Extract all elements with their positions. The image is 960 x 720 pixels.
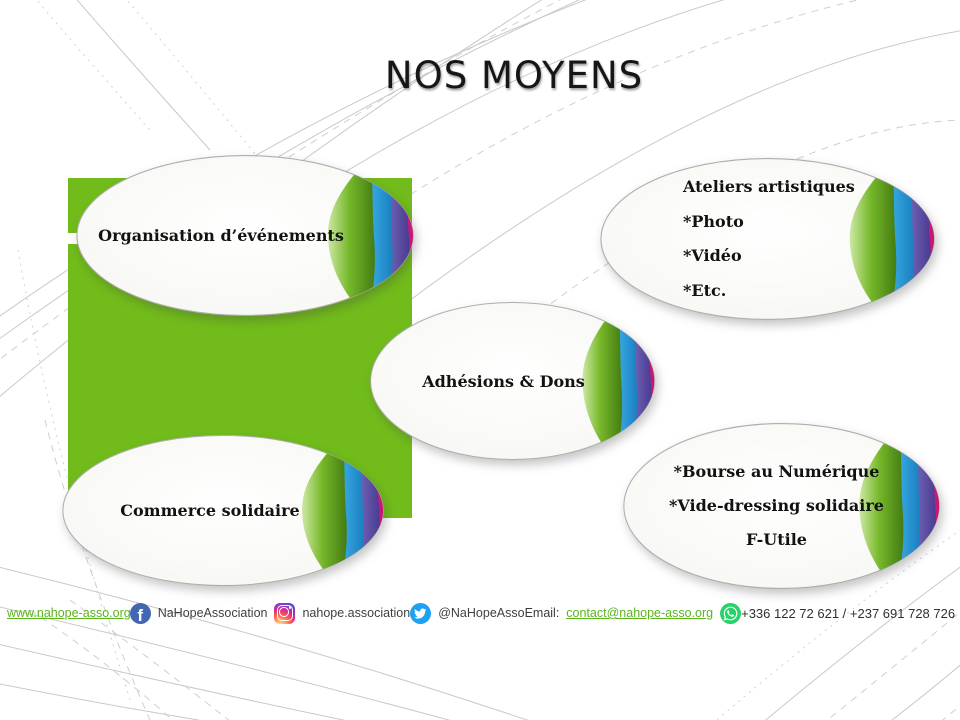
oval-adhesions-dons: Adhésions & Dons	[369, 301, 656, 461]
instagram-handle: nahope.association	[302, 606, 411, 620]
twitter-handle: @NaHopeAsso	[438, 606, 525, 620]
oval-bourse-numerique: *Bourse au Numérique *Vide-dressing soli…	[622, 422, 941, 590]
footer-email-whatsapp: Email: contact@nahope-asso.org	[524, 602, 742, 624]
website-link[interactable]: www.nahope-asso.org	[7, 606, 131, 620]
oval-line: F-Utile	[746, 530, 807, 549]
oval-commerce-solidaire: Commerce solidaire	[61, 434, 385, 587]
slide-title: NOS MOYENS	[384, 54, 644, 97]
oval-ateliers-artistiques: Ateliers artistiques *Photo *Vidéo *Etc.	[599, 157, 936, 321]
oval-label-lines: Ateliers artistiques *Photo *Vidéo *Etc.	[683, 170, 855, 308]
oval-line: Ateliers artistiques	[683, 177, 855, 196]
oval-label: Organisation d’événements	[98, 226, 344, 245]
panel-notch	[56, 233, 82, 244]
instagram-flash-dot	[288, 606, 292, 609]
oval-organisation-evenements: Organisation d’événements	[75, 154, 415, 317]
oval-line: *Bourse au Numérique	[673, 462, 880, 481]
email-label: Email:	[524, 606, 560, 620]
footer-twitter: @NaHopeAsso	[410, 602, 525, 624]
oval-label: Adhésions & Dons	[422, 371, 585, 391]
oval-line: *Etc.	[683, 280, 727, 300]
whatsapp-icon[interactable]	[720, 602, 742, 624]
phone-numbers: +336 122 72 621 / +237 691 728 726	[741, 605, 956, 621]
oval-label: Commerce solidaire	[120, 501, 300, 520]
facebook-icon[interactable]: f	[129, 602, 151, 624]
oval-label-lines: *Bourse au Numérique *Vide-dressing soli…	[622, 455, 931, 557]
facebook-handle: NaHopeAssociation	[157, 606, 268, 620]
facebook-glyph: f	[137, 605, 144, 624]
oval-line: *Photo	[683, 211, 744, 231]
footer-phone-group: +336 122 72 621 / +237 691 728 726	[741, 606, 955, 621]
contact-footer: www.nahope-asso.org f NaHopeAssociation …	[7, 600, 955, 626]
footer-web-facebook-instagram: www.nahope-asso.org f NaHopeAssociation …	[7, 602, 411, 624]
instagram-icon[interactable]	[274, 602, 296, 624]
oval-line: *Vide-dressing solidaire	[669, 496, 884, 515]
oval-line: *Vidéo	[683, 246, 742, 265]
email-link[interactable]: contact@nahope-asso.org	[566, 606, 714, 620]
twitter-bird-icon[interactable]	[410, 602, 432, 624]
